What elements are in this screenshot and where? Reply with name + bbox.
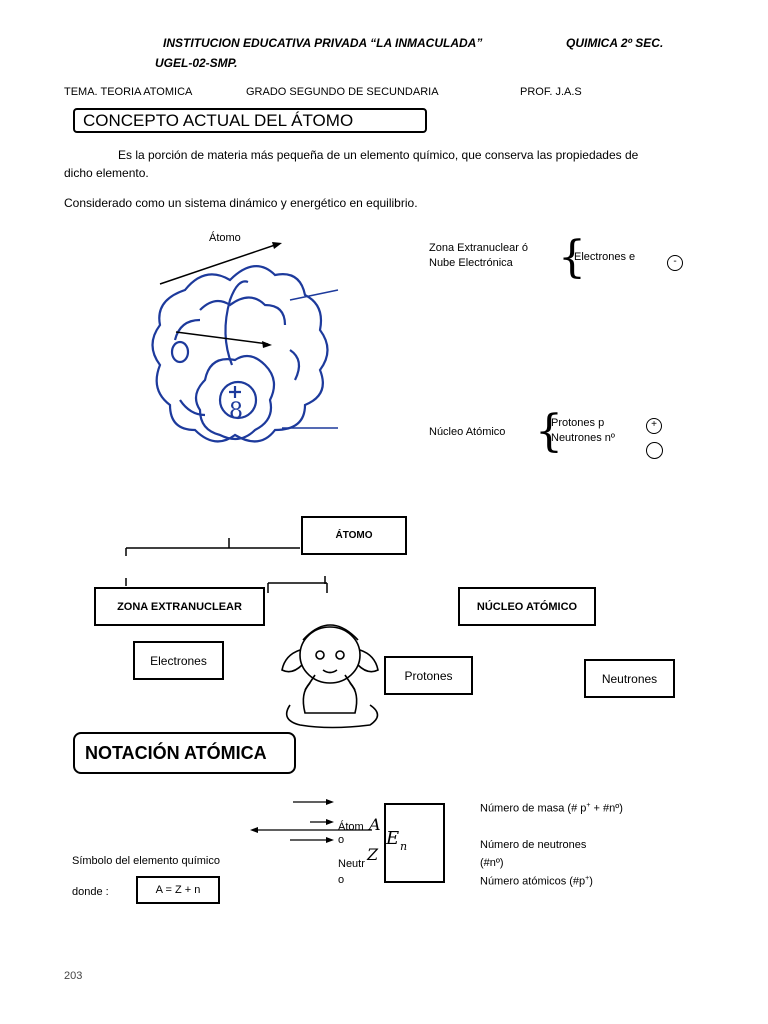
atom-word: Átom o [338, 821, 364, 847]
atomic-number-label: Número atómicos (#p+) [480, 875, 593, 888]
element-symbol: E [386, 828, 399, 849]
neutron-number-label-1: Número de neutrones [480, 839, 586, 851]
page-number: 203 [64, 970, 82, 982]
element-symbol-caption: Símbolo del elemento químico [72, 855, 220, 867]
mass-formula-box: A = Z + n [136, 876, 220, 904]
mass-number-label: Número de masa (# p+ + #nº) [480, 802, 623, 815]
neutron-number-label-2: (#nº) [480, 857, 504, 869]
atomic-number-symbol: Z [367, 845, 378, 864]
neutral-word: Neutr o [338, 856, 365, 888]
neutron-count-symbol: n [400, 840, 407, 853]
mass-number-symbol: A [369, 815, 381, 834]
where-label: donde : [72, 886, 109, 898]
